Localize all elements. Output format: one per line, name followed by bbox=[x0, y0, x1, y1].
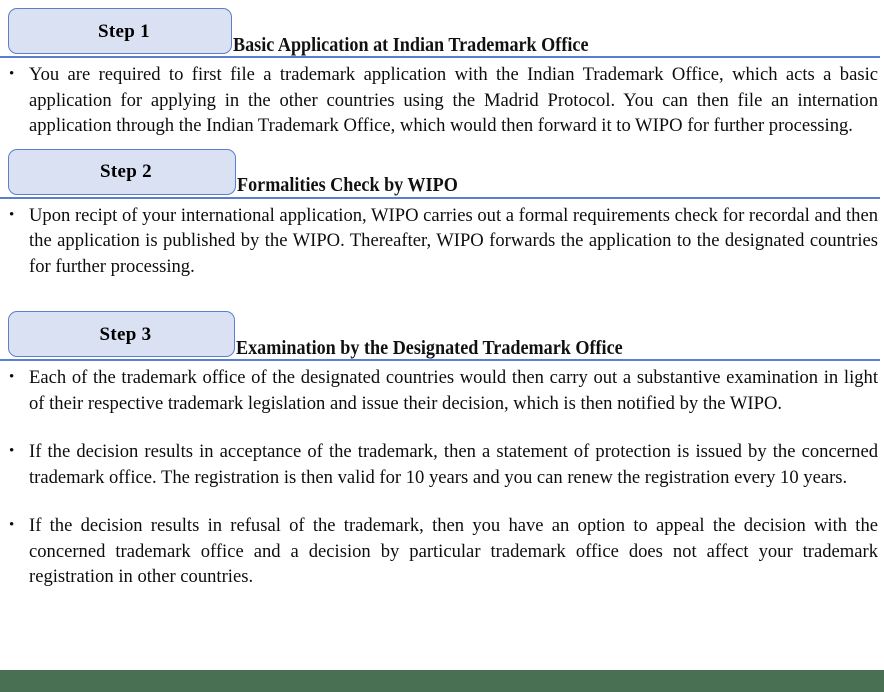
step-bullets-2: Upon recipt of your international applic… bbox=[0, 203, 884, 280]
step-section-3: Step 3 Examination by the Designated Tra… bbox=[0, 311, 884, 590]
step-title-2: Formalities Check by WIPO bbox=[237, 175, 458, 196]
step-badge-label-3: Step 3 bbox=[99, 323, 152, 345]
step-section-2: Step 2 Formalities Check by WIPO Upon re… bbox=[0, 148, 884, 280]
list-item: You are required to first file a tradema… bbox=[0, 62, 884, 139]
step-bullets-3: Each of the trademark office of the desi… bbox=[0, 365, 884, 590]
bullet-text: If the decision results in refusal of th… bbox=[29, 515, 878, 587]
list-item: If the decision results in refusal of th… bbox=[0, 513, 884, 590]
step-title-3: Examination by the Designated Trademark … bbox=[236, 337, 623, 359]
step-bullets-1: You are required to first file a tradema… bbox=[0, 62, 884, 139]
step-title-1: Basic Application at Indian Trademark Of… bbox=[233, 34, 589, 56]
step-badge-label-2: Step 2 bbox=[100, 161, 152, 182]
step-rule-3 bbox=[0, 359, 880, 361]
bullet-text: Upon recipt of your international applic… bbox=[29, 204, 878, 277]
step-rule-2 bbox=[0, 196, 880, 199]
step-badge-1: Step 1 bbox=[8, 8, 232, 54]
step-rule-1 bbox=[0, 56, 880, 58]
document-page: Step 1 Basic Application at Indian Trade… bbox=[0, 0, 884, 670]
step-header-2: Step 2 Formalities Check by WIPO bbox=[0, 148, 884, 197]
bullet-text: You are required to first file a tradema… bbox=[29, 64, 878, 136]
bullet-text: Each of the trademark office of the desi… bbox=[29, 367, 878, 414]
step-header-3: Step 3 Examination by the Designated Tra… bbox=[0, 311, 884, 359]
step-badge-label-1: Step 1 bbox=[98, 20, 150, 42]
list-item: Each of the trademark office of the desi… bbox=[0, 365, 884, 416]
bullet-text: If the decision results in acceptance of… bbox=[29, 441, 878, 488]
list-item: If the decision results in acceptance of… bbox=[0, 439, 884, 490]
step-section-1: Step 1 Basic Application at Indian Trade… bbox=[0, 8, 884, 139]
step-badge-2: Step 2 bbox=[8, 148, 236, 195]
step-badge-3: Step 3 bbox=[8, 311, 235, 357]
step-header-1: Step 1 Basic Application at Indian Trade… bbox=[0, 8, 884, 56]
list-item: Upon recipt of your international applic… bbox=[0, 203, 884, 280]
